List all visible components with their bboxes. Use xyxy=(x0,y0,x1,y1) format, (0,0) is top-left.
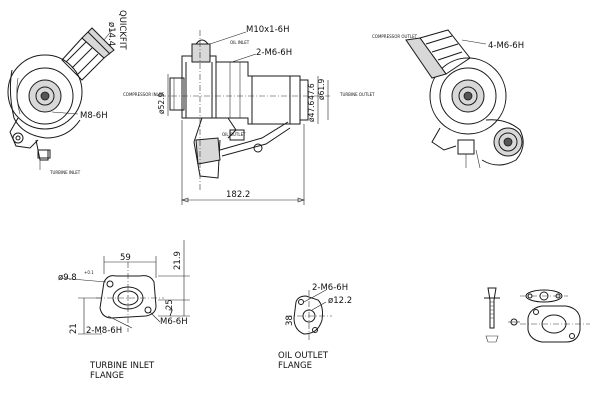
flange-dim-hole: ø9.8 xyxy=(58,273,77,283)
right-bolt-label: 4-M6-6H xyxy=(488,41,524,51)
oil-flange-caption-1: OIL OUTLET xyxy=(278,351,329,361)
oil-flange-caption-2: FLANGE xyxy=(278,361,312,371)
oil-inlet-boss xyxy=(191,43,211,63)
dia-52-9-label: ø52.9 xyxy=(157,92,166,114)
oil-flange-bolt-label: 2-M6-6H xyxy=(312,283,348,293)
right-housing xyxy=(429,57,507,135)
turbine-inlet-flange-drawing: 59 21.9 25 7 21 ø9.8 +0.1 2-M8-6H M6-6H … xyxy=(58,240,190,381)
quickfit-dia-label: ø14.4 xyxy=(106,22,116,46)
compressor-housing xyxy=(7,54,83,130)
left-turbo-view: M8-6H QUICKFIT ø14.4 TURBINE INLET xyxy=(7,10,127,175)
flange-dim-right-mid: 25 xyxy=(165,299,175,310)
oil-pipe-bolt xyxy=(487,287,497,329)
oil-flange-outline xyxy=(293,295,323,335)
center-bolt-top-label: M10x1-6H xyxy=(246,25,289,35)
flange-dim-left-low: 21 xyxy=(69,323,79,334)
oil-outlet-flange-drawing: 2-M6-6H ø12.2 38 OIL OUTLET FLANGE xyxy=(278,283,352,371)
turbine-gasket xyxy=(527,305,581,343)
center-oil-inlet-label: OIL INLET xyxy=(230,40,250,45)
oil-flange-dia-label: ø12.2 xyxy=(328,296,352,306)
right-turbo-view: 4-M6-6H COMPRESSOR OUTLET xyxy=(372,29,524,169)
dia-61-9-label: ø61.9 xyxy=(317,78,326,100)
center-compressor-inlet-label: COMPRESSOR INLET xyxy=(123,92,164,97)
flange-dim-right-low: 7 xyxy=(168,309,173,319)
turbine-flange-outline xyxy=(99,275,157,319)
flange-bolt-left: 2-M8-6H xyxy=(86,326,122,336)
quickfit-label: QUICKFIT xyxy=(117,10,127,50)
dia-47-6b-label: ø47.6 xyxy=(307,100,316,122)
left-turbine-inlet-label: TURBINE INLET xyxy=(49,170,81,175)
flange-bolt-right: M6-6H xyxy=(160,317,188,327)
left-bolt-label: M8-6H xyxy=(80,111,108,121)
dia-47-6-label: 47.6 xyxy=(307,83,316,100)
turbine-flange-caption-2: FLANGE xyxy=(90,371,124,381)
length-dim-label: 182.2 xyxy=(226,190,250,200)
center-oil-outlet-label: OIL OUTLET xyxy=(222,132,246,137)
gaskets-and-hardware xyxy=(484,287,590,343)
center-turbine-outlet-label: TURBINE OUTLET xyxy=(339,92,375,97)
center-bolt-mid-label: 2-M6-6H xyxy=(256,48,292,58)
flange-dim-top: 59 xyxy=(120,253,131,263)
oil-flange-dim-label: 38 xyxy=(285,315,295,326)
turbine-flange-caption-1: TURBINE INLET xyxy=(89,361,155,371)
center-body xyxy=(181,55,217,119)
center-turbo-view: 182.2 ø52.9 47.6 ø47.6 ø61.9 M10x1-6H OI… xyxy=(123,25,375,205)
flange-dim-hole-tol: +0.1 xyxy=(84,270,94,275)
flange-dim-right-top: 21.9 xyxy=(173,251,183,270)
right-compressor-outlet-label: COMPRESSOR OUTLET xyxy=(372,34,418,39)
